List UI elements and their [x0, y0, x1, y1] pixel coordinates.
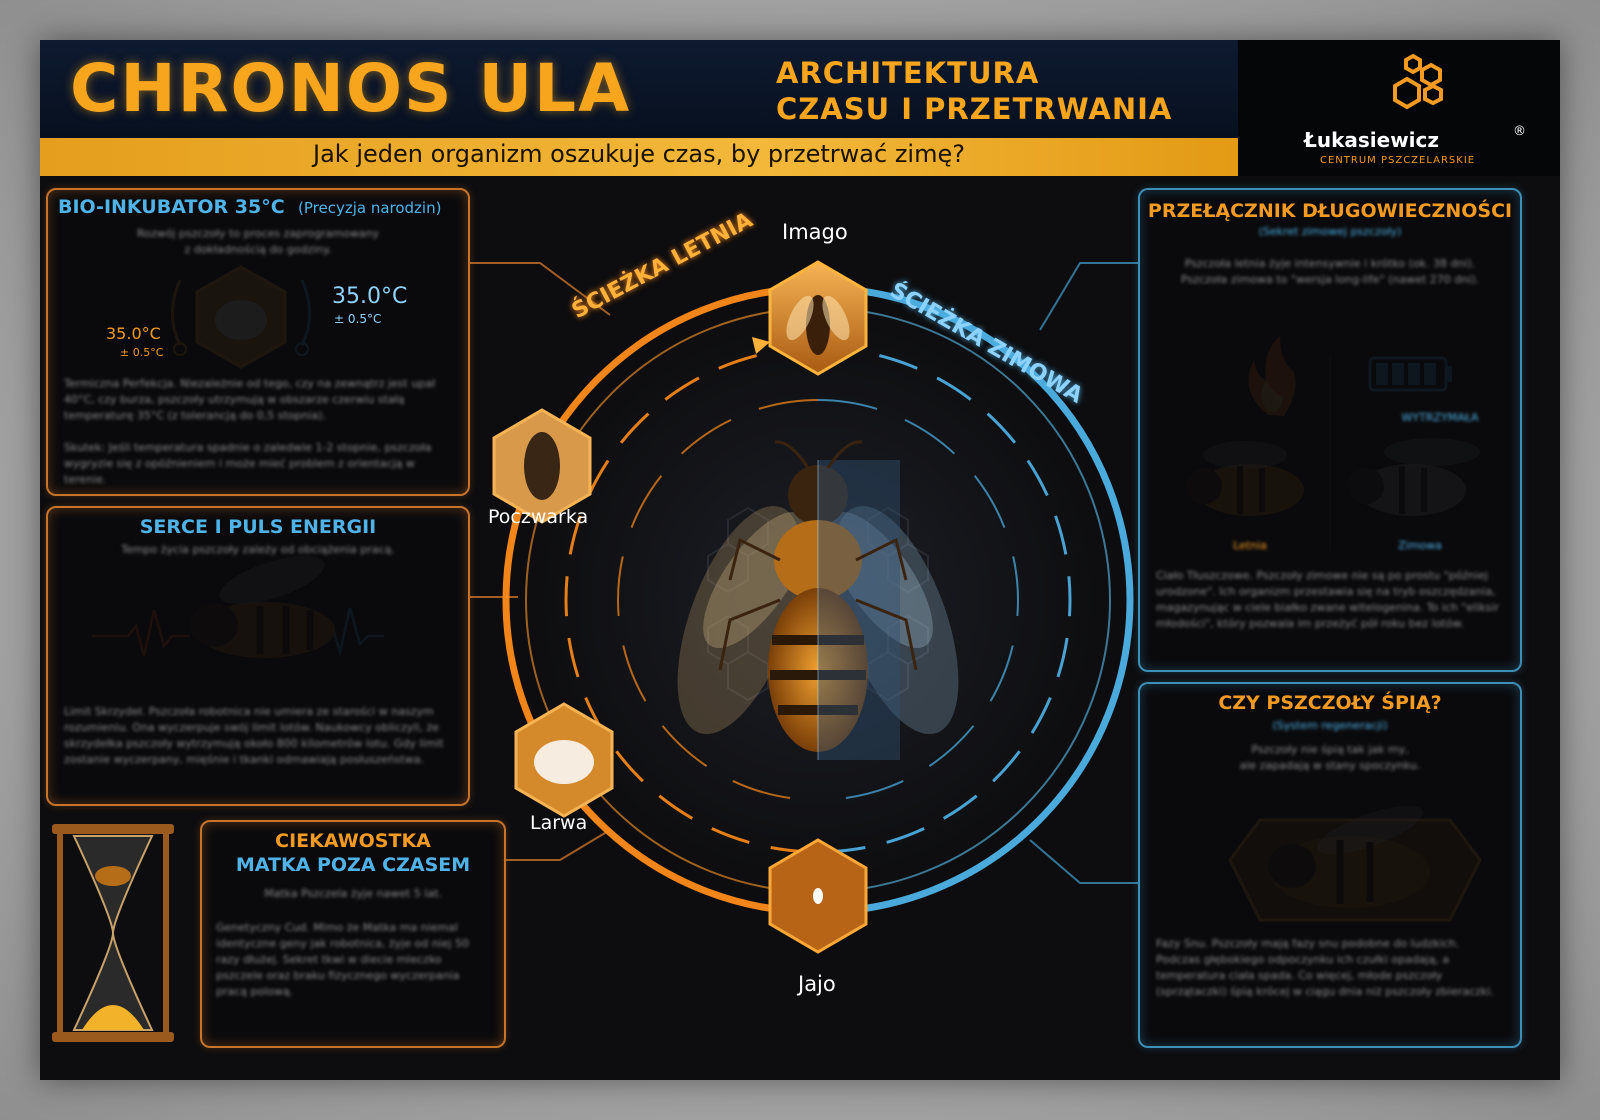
- logo-subtitle: CENTRUM PSZCZELARSKIE: [1320, 155, 1476, 166]
- curiosity-panel: CIEKAWOSTKA MATKA POZA CZASEM Matka Pszc…: [200, 820, 506, 1048]
- pupa-hex-icon: [492, 408, 592, 524]
- stage-label-egg: Jajo: [798, 972, 836, 996]
- incubator-left-temp: 35.0°C: [106, 324, 161, 343]
- heart-title: SERCE I PULS ENERGII: [139, 516, 377, 538]
- larva-hex-icon: [514, 702, 614, 818]
- subtitle-line-1: ARCHITEKTURA: [776, 56, 1040, 90]
- sleep-intro-text: Pszczoły nie śpią tak jak my,ale zapadaj…: [1239, 743, 1421, 772]
- longevity-subtitle-text: (Sekret zimowej pszczoły): [1258, 225, 1402, 238]
- incubator-left-tolerance: ± 0.5°C: [120, 346, 164, 359]
- longevity-summer-label: Letnia: [1233, 539, 1267, 552]
- longevity-battery-label: WYTRZYMAŁA: [1401, 411, 1479, 424]
- infographic-poster: CHRONOS ULA ARCHITEKTURA CZASU I PRZETRW…: [40, 40, 1560, 1080]
- egg-hex-icon: [768, 838, 868, 954]
- incubator-right-temp: 35.0°C: [332, 284, 408, 309]
- incubator-panel: BIO-INKUBATOR 35°C (Precyzja narodzin) R…: [46, 188, 470, 496]
- stage-label-larva: Larwa: [530, 812, 588, 834]
- tagline: Jak jeden organizm oszukuje czas, by prz…: [313, 140, 965, 168]
- heart-intro-text: Tempo życia pszczoły zależy od obciążeni…: [121, 543, 395, 556]
- subtitle-line-2: CZASU I PRZETRWANIA: [776, 92, 1173, 126]
- longevity-title: PRZEŁĄCZNIK DŁUGOWIECZNOŚCI: [1147, 200, 1513, 222]
- curiosity-title-line-2: MATKA POZA CZASEM: [235, 854, 471, 876]
- hourglass-icon: [52, 824, 174, 1042]
- incubator-title-note: (Precyzja narodzin): [298, 199, 442, 217]
- longevity-body-text: Ciało Tłuszczowe. Pszczoły zimowe nie są…: [1156, 569, 1499, 630]
- central-bee-icon: [677, 440, 959, 760]
- sleep-body-text: Fazy Snu. Pszczoły mają fazy snu podobne…: [1156, 937, 1494, 998]
- sleep-title: CZY PSZCZOŁY ŚPIĄ?: [1218, 692, 1442, 714]
- incubator-body-text: Termiczna Perfekcja. Niezależnie od tego…: [64, 377, 436, 486]
- heart-body-text: Limit Skrzydeł. Pszczoła robotnica nie u…: [64, 705, 444, 766]
- heart-panel: SERCE I PULS ENERGII Tempo życia pszczoł…: [46, 506, 470, 806]
- curiosity-body-text: Genetyczny Cud. Mimo że Matka ma niemal …: [216, 921, 470, 998]
- logo-name: Łukasiewicz: [1304, 128, 1440, 152]
- tagline-band: Jak jeden organizm oszukuje czas, by prz…: [40, 138, 1238, 176]
- curiosity-title-line-1: CIEKAWOSTKA: [275, 830, 431, 852]
- longevity-intro-text: Pszczoła letnia żyje intensywnie i krótk…: [1180, 257, 1480, 286]
- stage-label-imago: Imago: [782, 220, 848, 244]
- longevity-panel: PRZEŁĄCZNIK DŁUGOWIECZNOŚCI (Sekret zimo…: [1138, 188, 1522, 672]
- incubator-intro-text: Rozwój pszczoły to proces zaprogramowany…: [136, 227, 380, 256]
- incubator-right-tolerance: ± 0.5°C: [334, 312, 382, 326]
- page-title: CHRONOS ULA: [70, 50, 632, 127]
- longevity-winter-label: Zimowa: [1398, 539, 1442, 552]
- curiosity-intro-text: Matka Pszczela żyje nawet 5 lat.: [264, 887, 442, 900]
- sleep-panel: CZY PSZCZOŁY ŚPIĄ? (System regeneracji) …: [1138, 682, 1522, 1048]
- stage-label-pupa: Poczwarka: [488, 506, 589, 528]
- incubator-title: BIO-INKUBATOR 35°C: [58, 196, 285, 218]
- imago-hex-icon: [768, 260, 868, 376]
- logo-registered-mark: ®: [1513, 124, 1526, 139]
- sleep-subtitle-text: (System regeneracji): [1272, 719, 1388, 732]
